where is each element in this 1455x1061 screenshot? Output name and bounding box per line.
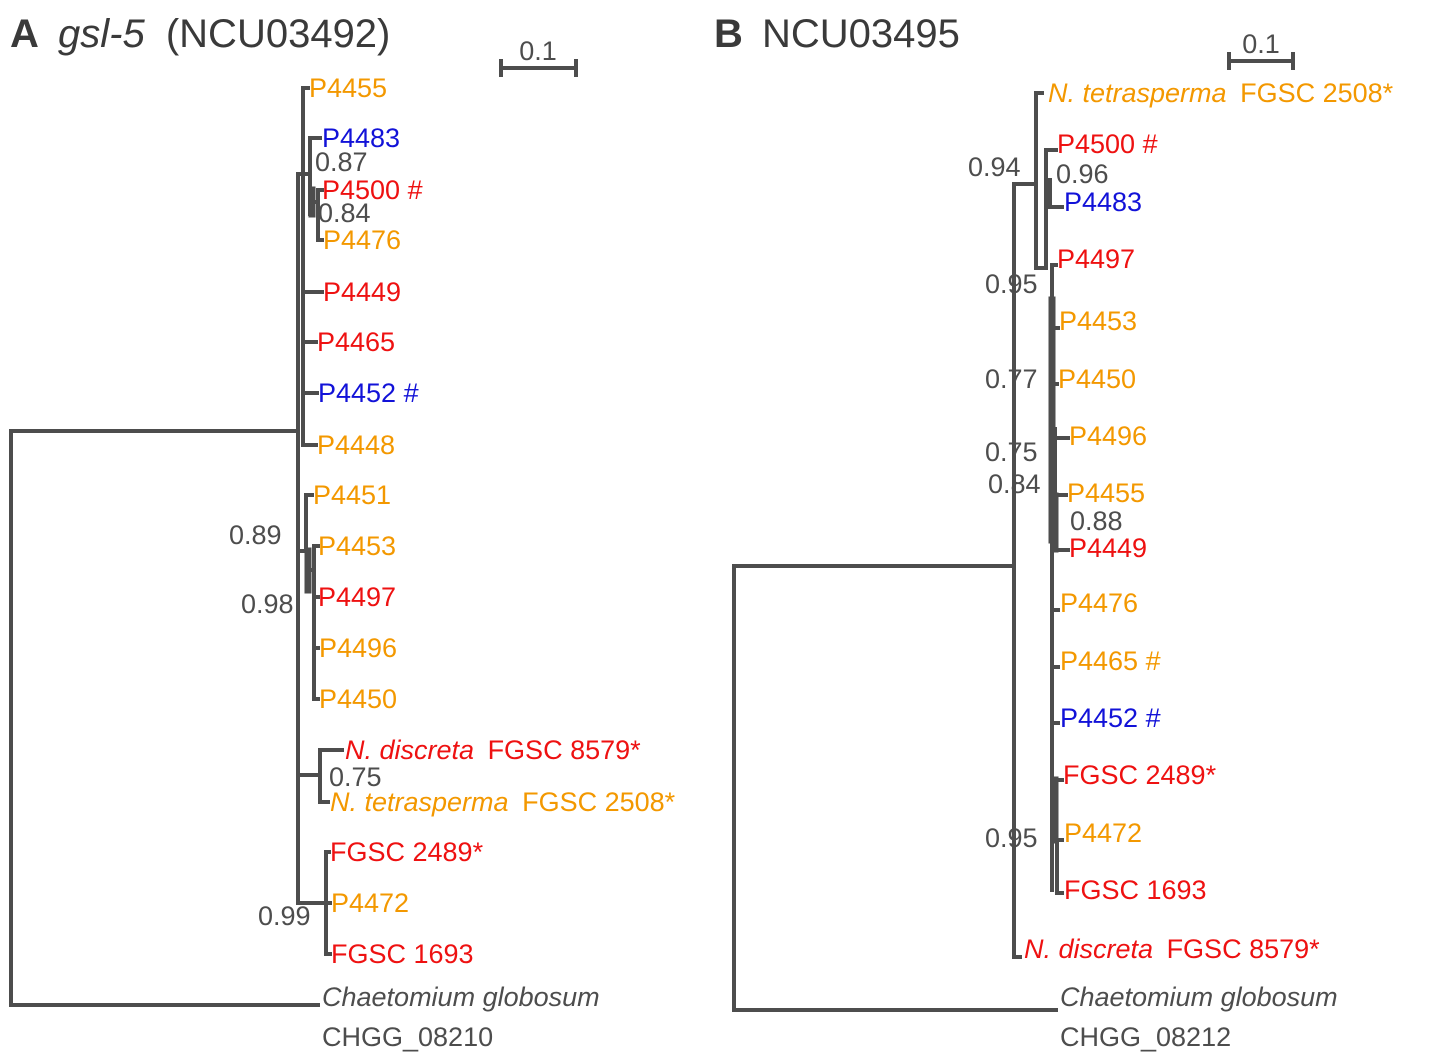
tip-label: P4455 bbox=[309, 73, 387, 103]
tip-label: P4465 # bbox=[1060, 646, 1161, 676]
panel-b-gene-id: NCU03495 bbox=[762, 12, 960, 56]
support-value: 0.96 bbox=[1056, 159, 1109, 189]
panel-a-tip-labels: P4455 P4483 P4500 # P4476 P4449 P4465 P4… bbox=[309, 73, 676, 969]
panel-a-letter: A bbox=[10, 12, 39, 56]
support-value: 0.84 bbox=[318, 198, 371, 228]
support-value: 0.87 bbox=[315, 147, 368, 177]
support-value: 0.88 bbox=[1070, 506, 1123, 536]
tip-label: FGSC 1693 bbox=[331, 939, 474, 969]
tip-label: N. discreta FGSC 8579* bbox=[345, 735, 641, 765]
tip-label: P4472 bbox=[1064, 818, 1142, 848]
tip-label: P4497 bbox=[1057, 244, 1135, 274]
tip-label: P4496 bbox=[319, 633, 397, 663]
svg-text:A gsl-5 (NCU03492): A gsl-5 (NCU03492) bbox=[10, 12, 390, 56]
panel-a-support-values: 0.87 0.84 0.89 0.98 0.75 0.99 bbox=[229, 147, 382, 931]
tip-label: P4500 # bbox=[1057, 129, 1158, 159]
tip-label: P4476 bbox=[323, 225, 401, 255]
tip-label: FGSC 2489* bbox=[330, 837, 484, 867]
panel-a-outgroup-id: CHGG_08210 bbox=[322, 1022, 493, 1052]
support-value: 0.99 bbox=[258, 901, 311, 931]
panel-b-scale-bar bbox=[1227, 52, 1295, 70]
panel-a-tree-branches bbox=[9, 86, 344, 1007]
panel-a-gene-id: (NCU03492) bbox=[166, 12, 391, 56]
panel-a-gene-name: gsl-5 bbox=[58, 12, 145, 56]
support-value: 0.77 bbox=[985, 364, 1038, 394]
tip-label: P4450 bbox=[1058, 364, 1136, 394]
support-value: 0.98 bbox=[241, 589, 294, 619]
panel-b-scale-label: 0.1 bbox=[1242, 29, 1280, 59]
panel-a: A gsl-5 (NCU03492) 0.1 bbox=[9, 12, 676, 1052]
tip-label: P4453 bbox=[318, 531, 396, 561]
tip-label: FGSC 1693 bbox=[1064, 875, 1207, 905]
tip-label: P4483 bbox=[1064, 187, 1142, 217]
support-value: 0.95 bbox=[985, 269, 1038, 299]
tip-label: N. discreta FGSC 8579* bbox=[1024, 934, 1320, 964]
tip-label: P4483 bbox=[322, 123, 400, 153]
panel-b-letter: B bbox=[714, 12, 743, 56]
tip-label: P4449 bbox=[323, 277, 401, 307]
panel-a-scale-bar bbox=[499, 59, 578, 77]
panel-b-outgroup-name: Chaetomium globosum bbox=[1060, 982, 1338, 1012]
tip-label: P4455 bbox=[1067, 478, 1145, 508]
support-value: 0.95 bbox=[985, 823, 1038, 853]
tip-label: N. tetrasperma FGSC 2508* bbox=[330, 787, 676, 817]
support-value: 0.75 bbox=[985, 437, 1038, 467]
support-value: 0.84 bbox=[988, 469, 1041, 499]
tip-label: FGSC 2489* bbox=[1063, 760, 1217, 790]
tip-label: P4465 bbox=[317, 327, 395, 357]
tip-label: P4448 bbox=[317, 430, 395, 460]
tip-label: P4476 bbox=[1060, 588, 1138, 618]
panel-b-support-values: 0.94 0.96 0.95 0.77 0.75 0.84 0.88 0.95 bbox=[968, 152, 1123, 853]
tip-label: P4451 bbox=[313, 480, 391, 510]
panel-b-tree-branches bbox=[732, 91, 1070, 1012]
support-value: 0.94 bbox=[968, 152, 1021, 182]
svg-text:B NCU03495: B NCU03495 bbox=[714, 12, 960, 56]
tip-label: P4453 bbox=[1059, 306, 1137, 336]
tip-label: P4472 bbox=[331, 888, 409, 918]
tip-label: P4497 bbox=[318, 582, 396, 612]
panel-b-outgroup-id: CHGG_08212 bbox=[1060, 1022, 1231, 1052]
support-value: 0.75 bbox=[329, 762, 382, 792]
tip-label: P4452 # bbox=[318, 378, 419, 408]
panel-b-tip-labels: N. tetrasperma FGSC 2508* P4500 # P4483 … bbox=[1024, 78, 1394, 964]
tip-label: P4449 bbox=[1069, 533, 1147, 563]
tip-label: P4450 bbox=[319, 684, 397, 714]
tip-label: P4452 # bbox=[1060, 703, 1161, 733]
tip-label: N. tetrasperma FGSC 2508* bbox=[1048, 78, 1394, 108]
panel-b: B NCU03495 0.1 bbox=[714, 12, 1394, 1052]
panel-a-scale-label: 0.1 bbox=[519, 36, 557, 66]
support-value: 0.89 bbox=[229, 520, 282, 550]
tip-label: P4500 # bbox=[322, 175, 423, 205]
tip-label: P4496 bbox=[1069, 421, 1147, 451]
panel-a-outgroup-name: Chaetomium globosum bbox=[322, 982, 600, 1012]
